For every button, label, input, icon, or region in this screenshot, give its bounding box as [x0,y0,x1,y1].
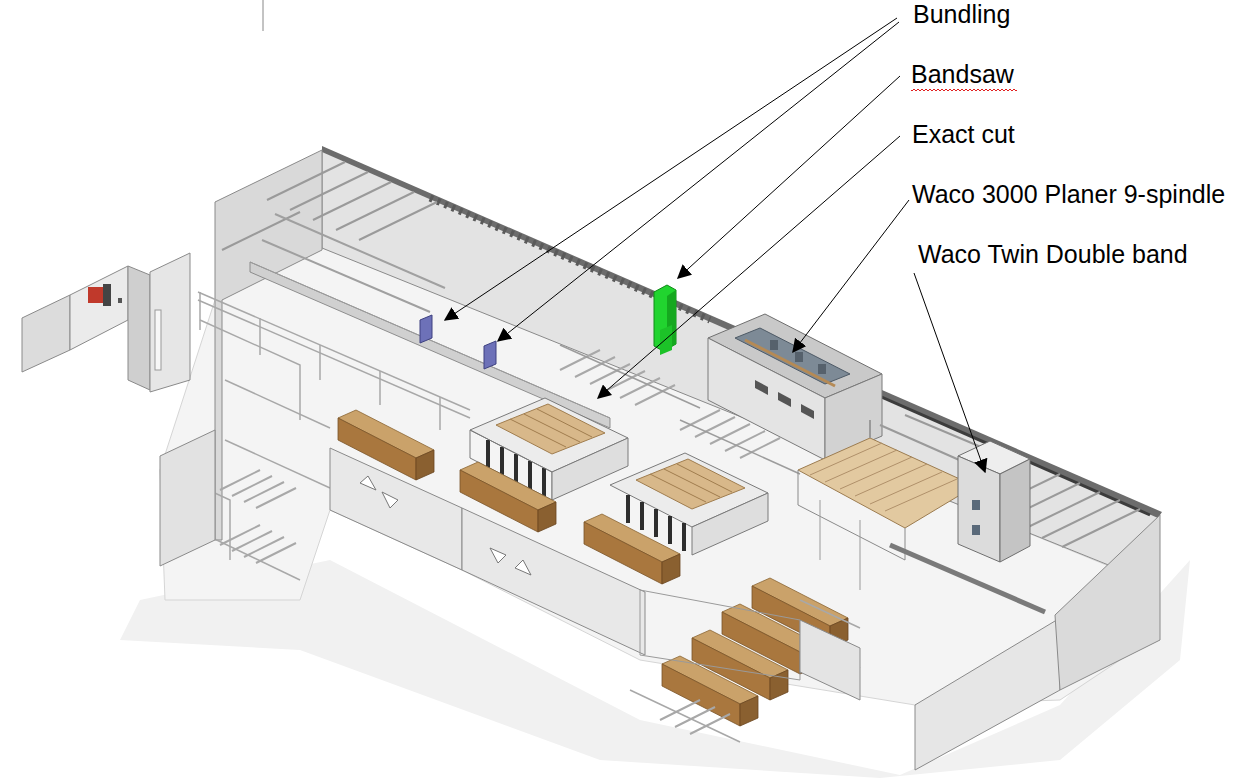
leader-lines [445,18,985,472]
label-anchor: Waco 3000 Planer 9-spindle [912,180,1225,209]
cabinet-door [103,284,111,306]
stair-rollers [220,470,296,563]
twin-band-saw [958,441,1030,562]
leader-line [598,136,900,398]
callout-label: Bandsaw [911,60,1014,89]
label-anchor: Bandsaw [911,60,1014,89]
page-mark [263,0,264,31]
lumber-stacks [338,410,848,726]
label-anchor: Bundling [913,0,1010,29]
bundling-unit [484,341,496,369]
wall-triangle [360,476,376,490]
wall-triangle [515,560,531,575]
callout-label: Exact cut [912,120,1015,149]
wall-triangle [382,492,398,508]
left-wall [215,150,322,540]
leader-line [498,22,899,341]
callout-label: Waco Twin Double band [918,240,1188,269]
planer-enclosure [708,314,882,460]
infeed-deck [798,415,1000,590]
bandsaw [654,285,676,355]
label-anchor: Exact cut [912,120,1015,149]
callout-label: Waco 3000 Planer 9-spindle [912,180,1225,209]
leader-line [793,200,909,352]
back-wall [322,150,1158,585]
leader-line [914,273,985,472]
label-anchor: Waco Twin Double band [918,240,1188,269]
leader-line [445,18,897,320]
leader-line [678,76,900,278]
wall-triangle [490,548,506,563]
outfeed-chute [890,545,1045,612]
callout-label: Bundling [913,0,1010,29]
control-room [22,253,190,392]
bundling-unit [420,315,432,343]
front-wall [160,430,1160,770]
floor [160,245,1155,705]
